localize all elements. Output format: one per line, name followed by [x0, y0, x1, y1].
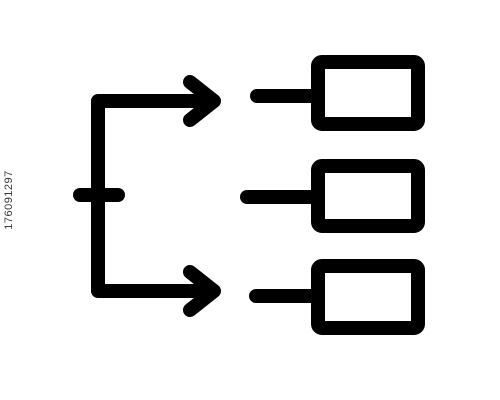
arrow-head-bottom-icon	[183, 265, 221, 317]
arrow-head-top-icon	[183, 75, 221, 127]
node-box-top	[311, 55, 425, 131]
stock-id-label: 176091297	[0, 0, 18, 400]
node-box-bottom	[311, 259, 425, 335]
node-box-middle	[311, 159, 425, 233]
stock-id-text: 176091297	[3, 170, 15, 230]
